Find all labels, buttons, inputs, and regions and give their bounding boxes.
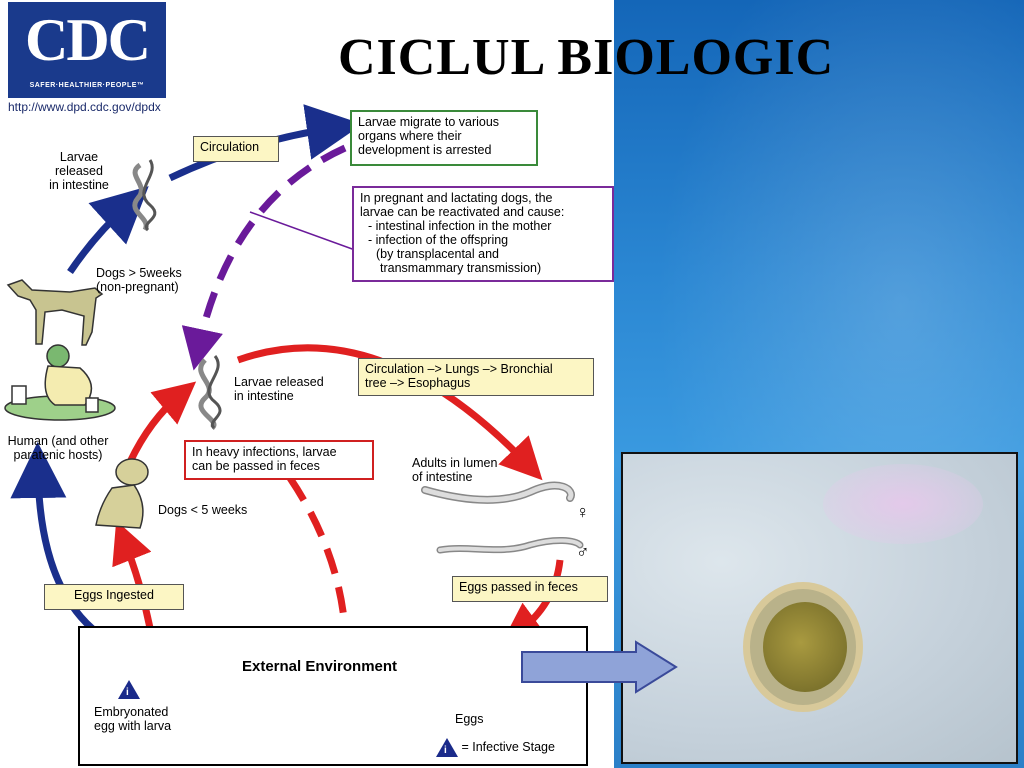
- purple-dashed-arrow: [181, 144, 347, 371]
- embryonated-egg-label: Embryonated egg with larva: [94, 705, 171, 733]
- info-letter: i: [126, 687, 129, 698]
- larvae-released-top-line-1: Larvae: [59, 150, 99, 164]
- source-url[interactable]: http://www.dpd.cdc.gov/dpdx: [8, 100, 161, 114]
- red-arrow-embryo-to-pup: [112, 520, 154, 629]
- male-symbol: ♂: [576, 542, 590, 562]
- pregnant-dogs-box: In pregnant and lactating dogs, the larv…: [352, 186, 614, 282]
- cdc-logo: CDC SAFER·HEALTHIER·PEOPLE™: [8, 2, 166, 98]
- adults-line-1: Adults in lumen: [412, 456, 498, 470]
- pup-illustration: [95, 458, 149, 529]
- circulation-lungs-box: Circulation –> Lungs –> Bronchial tree –…: [358, 358, 594, 396]
- external-environment-title: External Environment: [242, 658, 398, 675]
- pregnant-line-5: (by transplacental and: [376, 247, 499, 261]
- human-label: Human (and other paratenic hosts): [2, 434, 114, 462]
- human-illustration: [4, 344, 116, 421]
- red-dashed-arrow-feces: [287, 476, 367, 671]
- infective-stage-text: = Infective Stage: [461, 739, 555, 754]
- pregnant-line-3: - intestinal infection in the mother: [368, 219, 552, 233]
- embryonated-line-2: egg with larva: [94, 719, 172, 733]
- larva-top-illustration: [132, 159, 157, 232]
- cdc-logo-letters: CDC: [25, 7, 151, 73]
- larvae-released-top-label: Larvae released in intestine: [40, 150, 118, 192]
- circulation-label: Circulation: [193, 136, 279, 162]
- adults-label: Adults in lumen of intestine: [412, 456, 497, 484]
- larvae-released-mid-line-2: in intestine: [234, 389, 294, 403]
- larvae-released-mid-line-1: Larvae released: [234, 375, 324, 389]
- embryonated-line-1: Embryonated: [94, 705, 169, 719]
- pregnant-line-6: transmammary transmission): [380, 261, 542, 275]
- pregnant-line-1: In pregnant and lactating dogs, the: [360, 191, 553, 205]
- heavy-infections-line-2: can be passed in feces: [192, 459, 320, 473]
- photo-egg-content: [763, 602, 847, 692]
- info-triangle-icon: i: [436, 738, 458, 757]
- circulation-lungs-line-1: Circulation –> Lungs –> Bronchial: [365, 362, 553, 376]
- purple-connector: [249, 211, 356, 251]
- dogs-under-5-weeks-label: Dogs < 5 weeks: [158, 503, 248, 517]
- microscope-egg-photo: [621, 452, 1018, 764]
- info-triangle-icon: i: [118, 680, 140, 699]
- circulation-lungs-line-2: tree –> Esophagus: [365, 376, 471, 390]
- external-environment-box: [78, 626, 588, 766]
- dogs-over-5-line-2: (non-pregnant): [96, 280, 179, 294]
- larvae-migrate-text: Larvae migrate to various organs where t…: [358, 115, 500, 157]
- dogs-over-5-weeks-label: Dogs > 5weeks (non-pregnant): [96, 266, 182, 294]
- heavy-infections-line-1: In heavy infections, larvae: [192, 445, 337, 459]
- larvae-released-top-line-3: in intestine: [49, 178, 109, 192]
- red-arrow-pup-to-larvae: [126, 381, 197, 464]
- heavy-infections-box: In heavy infections, larvae can be passe…: [184, 440, 374, 480]
- eggs-passed-box: Eggs passed in feces: [452, 576, 608, 602]
- photo-pink-blur: [823, 464, 983, 544]
- slide-title: CICLUL BIOLOGIC: [338, 29, 835, 86]
- info-letter: i: [444, 745, 447, 756]
- adult-worms-illustration: [421, 481, 584, 554]
- adult-dog-illustration: [6, 279, 104, 346]
- larvae-released-top-line-2: released: [55, 164, 103, 178]
- infective-stage-legend: i = Infective Stage: [436, 738, 555, 757]
- pregnant-line-2: larvae can be reactivated and cause:: [360, 205, 565, 219]
- infective-icon-embryo: i: [118, 680, 140, 699]
- larvae-released-mid-label: Larvae released in intestine: [234, 375, 324, 403]
- larva-mid-illustration: [198, 355, 222, 430]
- eggs-ingested-box: Eggs Ingested: [44, 584, 184, 610]
- cdc-logo-tagline: SAFER·HEALTHIER·PEOPLE™: [29, 82, 145, 89]
- dogs-over-5-line-1: Dogs > 5weeks: [96, 266, 182, 280]
- human-line-2: paratenic hosts): [13, 448, 103, 462]
- adults-line-2: of intestine: [412, 470, 473, 484]
- larvae-migrate-box: Larvae migrate to various organs where t…: [350, 110, 538, 166]
- eggs-label: Eggs: [455, 712, 484, 726]
- pregnant-line-4: - infection of the offspring: [368, 233, 509, 247]
- blue-arrow-dog-to-larvae: [67, 186, 149, 274]
- human-line-1: Human (and other: [7, 434, 109, 448]
- female-symbol: ♀: [576, 502, 590, 522]
